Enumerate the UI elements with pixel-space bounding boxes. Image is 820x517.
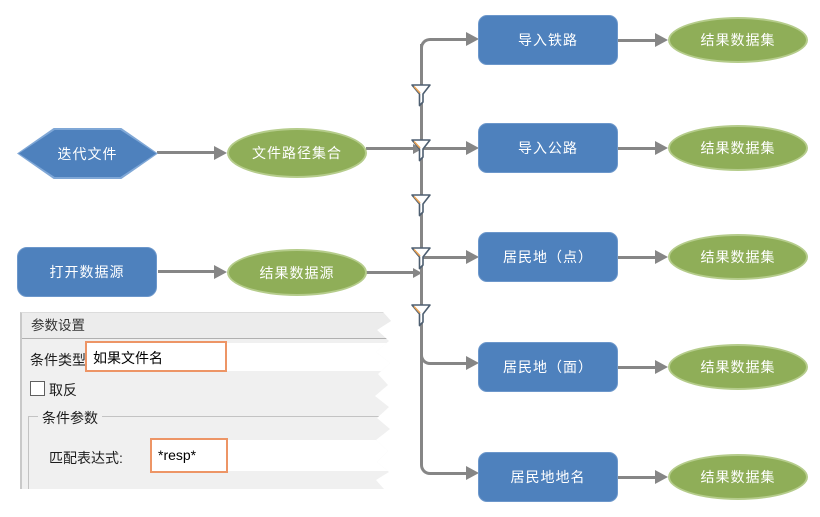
node-label: 结果数据集 xyxy=(700,359,776,375)
condition-params-group-title: 条件参数 xyxy=(38,408,102,428)
arrowhead xyxy=(413,268,422,278)
filter-funnel-icon[interactable] xyxy=(410,83,432,109)
connector-line xyxy=(366,147,422,150)
match-expression-value: *resp* xyxy=(158,447,197,463)
filter-funnel-icon[interactable] xyxy=(410,193,432,219)
negate-checkbox[interactable] xyxy=(30,381,45,396)
node-label: 迭代文件 xyxy=(57,145,118,162)
connector-line xyxy=(618,147,656,150)
filter-funnel-icon[interactable] xyxy=(410,138,432,164)
node-result-datasource[interactable]: 结果数据源 xyxy=(227,249,367,296)
node-iterate-files[interactable]: 迭代文件 xyxy=(17,128,158,179)
parameter-settings-panel: 参数设置 条件类型: 如果文件名 取反 条件参数 匹配表达式: *resp* xyxy=(20,312,391,489)
arrowhead xyxy=(466,250,479,264)
connector-line xyxy=(618,476,656,479)
connector-line xyxy=(422,147,467,150)
arrowhead xyxy=(466,466,479,480)
node-open-datasource[interactable]: 打开数据源 xyxy=(17,247,157,297)
node-result-dataset[interactable]: 结果数据集 xyxy=(668,17,808,63)
arrowhead xyxy=(466,356,479,370)
connector-line xyxy=(618,39,656,42)
connector-line xyxy=(422,256,467,259)
connector-line xyxy=(618,256,656,259)
connector-line xyxy=(157,151,215,154)
highlight-box xyxy=(150,438,228,473)
node-result-dataset[interactable]: 结果数据集 xyxy=(668,454,808,500)
arrowhead xyxy=(466,141,479,155)
condition-type-value: 如果文件名 xyxy=(93,350,163,366)
node-residential-point[interactable]: 居民地（点） xyxy=(478,232,618,282)
node-result-dataset[interactable]: 结果数据集 xyxy=(668,344,808,390)
node-residential-placename[interactable]: 居民地地名 xyxy=(478,452,618,502)
panel-title: 参数设置 xyxy=(22,313,391,339)
arrowhead xyxy=(466,32,479,46)
connector-line xyxy=(366,271,416,274)
arrowhead xyxy=(655,141,668,155)
branch-elbow xyxy=(420,350,434,365)
match-expression-label: 匹配表达式: xyxy=(49,450,123,466)
node-label: 结果数据集 xyxy=(700,140,776,156)
connector-line xyxy=(158,270,215,273)
trunk-top-elbow xyxy=(420,38,434,52)
node-label: 结果数据源 xyxy=(259,264,335,281)
node-import-highway[interactable]: 导入公路 xyxy=(478,123,618,173)
highlight-box xyxy=(85,341,227,372)
node-file-path-set[interactable]: 文件路径集合 xyxy=(227,128,367,178)
arrowhead xyxy=(655,250,668,264)
condition-type-label: 条件类型: xyxy=(30,352,90,368)
node-label: 导入铁路 xyxy=(518,32,578,48)
arrowhead xyxy=(214,146,227,160)
condition-params-group: 条件参数 xyxy=(28,408,391,489)
node-label: 打开数据源 xyxy=(49,264,125,280)
node-residential-polygon[interactable]: 居民地（面） xyxy=(478,342,618,392)
match-expression-input[interactable]: *resp* xyxy=(151,440,391,471)
node-label: 文件路径集合 xyxy=(252,145,342,161)
arrowhead xyxy=(655,470,668,484)
connector-line xyxy=(431,472,467,475)
node-label: 居民地地名 xyxy=(510,469,586,485)
filter-funnel-icon[interactable] xyxy=(410,303,432,329)
node-label: 居民地（点） xyxy=(503,249,593,265)
connector-line xyxy=(431,38,467,41)
node-label: 居民地（面） xyxy=(503,359,593,375)
node-result-dataset[interactable]: 结果数据集 xyxy=(668,234,808,280)
arrowhead xyxy=(413,144,422,154)
connector-line xyxy=(431,362,467,365)
arrowhead xyxy=(655,360,668,374)
filter-funnel-icon[interactable] xyxy=(410,246,432,272)
branch-elbow xyxy=(420,460,434,475)
node-label: 结果数据集 xyxy=(700,32,776,48)
node-result-dataset[interactable]: 结果数据集 xyxy=(668,125,808,171)
node-import-railway[interactable]: 导入铁路 xyxy=(478,15,618,65)
condition-type-input[interactable]: 如果文件名 xyxy=(86,343,391,371)
connector-line xyxy=(618,366,656,369)
node-label: 结果数据集 xyxy=(700,469,776,485)
node-label: 结果数据集 xyxy=(700,249,776,265)
arrowhead xyxy=(214,265,227,279)
node-label: 导入公路 xyxy=(518,140,578,156)
arrowhead xyxy=(655,33,668,47)
negate-label: 取反 xyxy=(49,382,77,398)
